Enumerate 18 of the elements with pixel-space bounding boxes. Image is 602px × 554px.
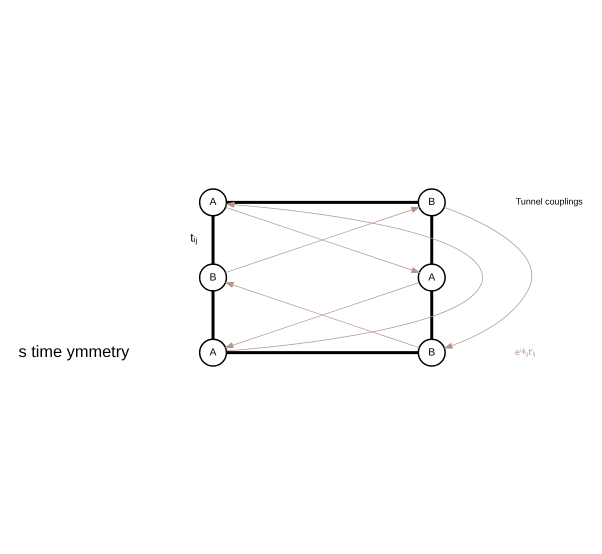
connector (226, 350, 418, 354)
arrow (226, 201, 484, 351)
node-circle: A (198, 188, 228, 216)
node-circle: B (198, 262, 228, 292)
connector (430, 290, 434, 339)
label: Tunnel couplings (516, 196, 583, 206)
label: s time ymmetry (18, 342, 130, 360)
connector (226, 200, 418, 204)
arrow (444, 206, 532, 348)
node-circle: A (198, 338, 228, 366)
connector (430, 215, 434, 264)
node-circle: B (418, 188, 446, 216)
label: eⁱᶲᵢⱼt′ᵢⱼ (514, 346, 536, 356)
node-circle: A (418, 262, 446, 292)
connector (212, 290, 215, 339)
edge-label: tᵢⱼ (190, 230, 198, 244)
connector (212, 215, 215, 264)
node-circle: B (418, 338, 446, 366)
